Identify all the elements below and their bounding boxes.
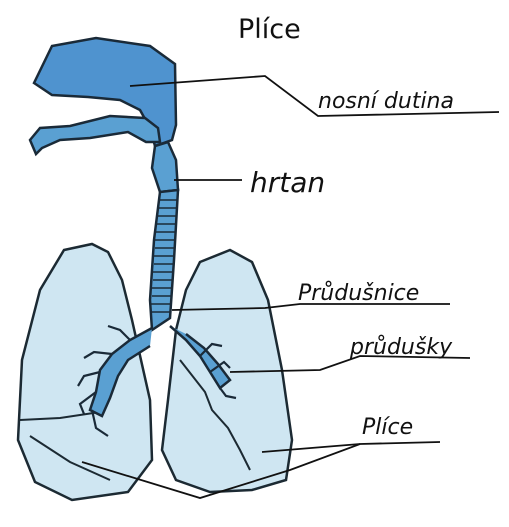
label-larynx: hrtan bbox=[250, 166, 325, 199]
trachea bbox=[150, 190, 178, 330]
larynx bbox=[152, 142, 178, 192]
trachea-rings bbox=[151, 200, 177, 312]
label-bronchi: průdušky bbox=[349, 334, 453, 360]
label-trachea: Průdušnice bbox=[298, 280, 419, 306]
label-lungs: Plíce bbox=[362, 415, 413, 440]
label-nasal-cavity: nosní dutina bbox=[318, 89, 454, 114]
diagram-title: Plíce bbox=[238, 14, 301, 45]
oral-passage bbox=[30, 116, 160, 154]
left-lung bbox=[18, 244, 152, 500]
